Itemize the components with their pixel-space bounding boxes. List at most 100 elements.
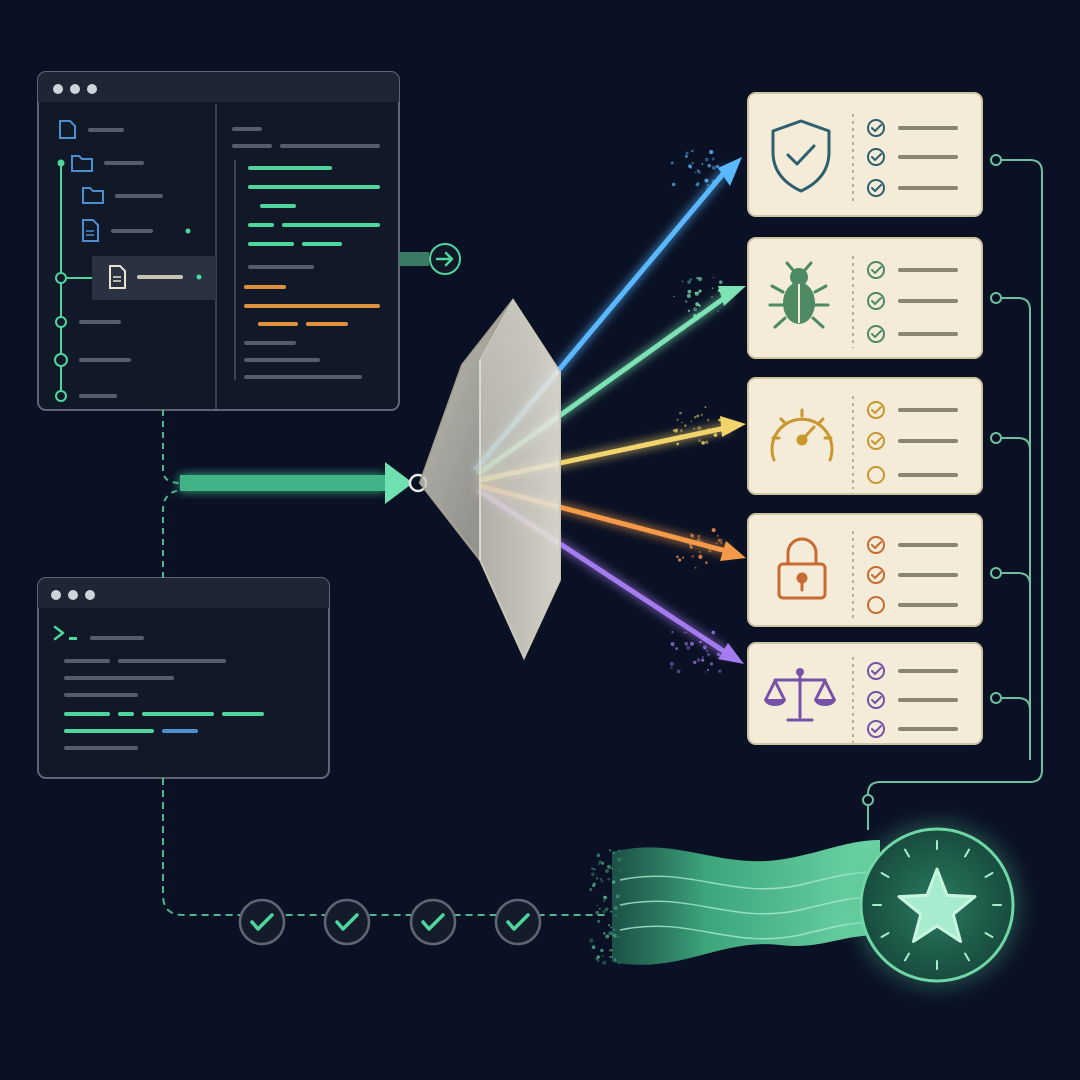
checklist-item[interactable] xyxy=(867,119,958,137)
window-dot-icon[interactable] xyxy=(53,84,63,94)
code-line xyxy=(258,322,298,326)
code-line xyxy=(248,223,274,227)
tree-item[interactable] xyxy=(82,219,191,242)
export-connector[interactable] xyxy=(399,243,461,275)
terminal-line xyxy=(64,693,138,697)
check-circle-icon xyxy=(867,566,885,584)
checklist-item[interactable] xyxy=(867,325,958,343)
check-circle-icon xyxy=(867,401,885,419)
review-card-compliance[interactable] xyxy=(747,642,983,745)
pipeline-check-node[interactable] xyxy=(494,898,542,946)
checklist-item[interactable] xyxy=(867,401,958,419)
pipeline-check-node[interactable] xyxy=(238,898,286,946)
review-card-security[interactable] xyxy=(747,92,983,217)
ray-arrowhead xyxy=(720,416,746,437)
terminal-line xyxy=(162,729,198,733)
tree-node xyxy=(55,390,67,402)
checklist-item[interactable] xyxy=(867,432,958,450)
code-line xyxy=(248,166,332,170)
tree-item[interactable] xyxy=(79,394,117,398)
star-icon xyxy=(897,867,977,943)
tree-item[interactable] xyxy=(79,320,121,324)
check-circle-icon xyxy=(409,898,457,946)
checklist-line xyxy=(898,473,958,477)
star-badge-icon[interactable] xyxy=(854,822,1020,988)
terminal-prompt-icon xyxy=(53,625,65,641)
pipeline-check-node[interactable] xyxy=(323,898,371,946)
checklist-item[interactable] xyxy=(867,662,958,680)
main-flow-bar xyxy=(180,475,385,491)
review-cards xyxy=(747,92,983,745)
check-circle-icon xyxy=(867,292,885,310)
bus-node xyxy=(990,692,1002,704)
tree-item[interactable] xyxy=(59,120,124,139)
check-circle-icon xyxy=(323,898,371,946)
checklist-access xyxy=(852,531,958,619)
code-line xyxy=(232,144,272,148)
code-pane xyxy=(232,127,380,380)
checklist-item[interactable] xyxy=(867,466,958,484)
bus-node xyxy=(990,432,1002,444)
tree-item[interactable] xyxy=(71,155,144,172)
checklist-item[interactable] xyxy=(867,691,958,709)
checklist-line xyxy=(898,126,958,130)
window-dot-icon[interactable] xyxy=(51,590,61,600)
checklist-item[interactable] xyxy=(867,566,958,584)
window-dot-icon[interactable] xyxy=(85,590,95,600)
code-line xyxy=(244,341,296,345)
checklist-item[interactable] xyxy=(867,596,958,614)
checklist-item[interactable] xyxy=(867,292,958,310)
shield-check-icon xyxy=(771,119,831,193)
file-icon xyxy=(59,120,76,139)
code-line xyxy=(260,204,296,208)
crystal-prism-icon[interactable] xyxy=(418,298,561,661)
ray-sparkles xyxy=(669,149,724,674)
review-card-performance[interactable] xyxy=(747,377,983,495)
tree-item[interactable] xyxy=(82,187,163,204)
bus-node xyxy=(990,567,1002,579)
bus-node xyxy=(990,154,1002,166)
window-dot-icon[interactable] xyxy=(70,84,80,94)
terminal-line xyxy=(118,712,134,716)
checklist-item[interactable] xyxy=(867,536,958,554)
terminal-line xyxy=(64,659,110,663)
window-dot-icon[interactable] xyxy=(87,84,97,94)
editor-titlebar-dots xyxy=(53,84,97,94)
terminal-line xyxy=(64,676,174,680)
code-line xyxy=(244,375,362,379)
checklist-item[interactable] xyxy=(867,179,958,197)
checklist-line xyxy=(898,727,958,731)
tree-item[interactable] xyxy=(79,358,131,362)
check-circle-icon xyxy=(867,119,885,137)
pipeline-check-node[interactable] xyxy=(409,898,457,946)
check-circle-icon xyxy=(867,720,885,738)
card-frame xyxy=(747,237,983,359)
review-card-access[interactable] xyxy=(747,513,983,627)
flow-arrowhead xyxy=(385,462,413,504)
ray-arrowhead xyxy=(718,157,742,186)
checklist-item[interactable] xyxy=(867,720,958,738)
review-card-bugs[interactable] xyxy=(747,237,983,359)
bug-icon xyxy=(768,261,830,329)
checklist-line xyxy=(898,155,958,159)
tree-node xyxy=(55,316,67,328)
ray-arrowhead xyxy=(720,541,746,561)
editor-window xyxy=(37,71,461,411)
tree-item-selected[interactable] xyxy=(92,256,216,300)
code-line xyxy=(282,223,380,227)
bus-node xyxy=(862,794,874,806)
window-dot-icon[interactable] xyxy=(68,590,78,600)
terminal-line xyxy=(64,729,154,733)
checklist-item[interactable] xyxy=(867,261,958,279)
checklist-line xyxy=(898,573,958,577)
checklist-item[interactable] xyxy=(867,148,958,166)
folder-icon xyxy=(71,155,93,172)
pipeline-checks xyxy=(238,898,542,946)
check-circle-icon xyxy=(238,898,286,946)
code-line xyxy=(244,358,320,362)
code-line xyxy=(244,285,286,289)
card-frame xyxy=(747,513,983,627)
code-line xyxy=(248,185,380,189)
check-circle-icon xyxy=(867,325,885,343)
code-line xyxy=(248,242,294,246)
